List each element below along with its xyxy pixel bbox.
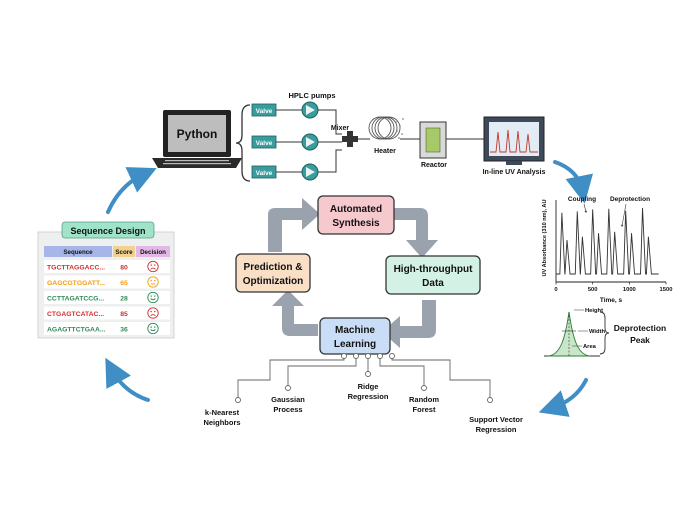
- valve-label: Valve: [256, 108, 273, 115]
- high-throughput-line1: High-throughput: [394, 264, 474, 275]
- python-label: Python: [177, 127, 218, 141]
- valve-row-3: Valve: [251, 149, 342, 181]
- model-knn-line1: k-Nearest: [205, 408, 240, 417]
- reactor-label: Reactor: [421, 162, 447, 169]
- happy-face-icon: [147, 291, 159, 304]
- automated-synthesis-box: Automated Synthesis: [317, 195, 395, 235]
- mixer-label: Mixer: [331, 125, 350, 132]
- peak-area-label: Area: [583, 344, 597, 350]
- sequence-cell: TGCTTAGGACC...: [47, 265, 105, 272]
- score-cell: 28: [120, 296, 128, 303]
- model-ridge-line2: Regression: [348, 392, 389, 401]
- machine-learning-box: Machine Learning: [319, 317, 391, 355]
- laptop-icon: [152, 110, 242, 168]
- deprotection-peak-line1: Deprotection: [614, 323, 666, 333]
- sequence-design-title: Sequence Design: [70, 226, 145, 236]
- sad-face-icon: [147, 260, 159, 273]
- automated-synthesis-line1: Automated: [330, 204, 382, 215]
- reactor-icon: [419, 121, 447, 159]
- valve-row-1: Valve: [251, 101, 342, 135]
- sequence-cell: GAGCGTGGATT...: [47, 280, 105, 287]
- model-tree-nodes: [235, 353, 493, 403]
- heater-label: Heater: [374, 148, 396, 155]
- sequence-cell: AGAGTTCTGAA...: [47, 327, 106, 334]
- sequence-cell: CTGAGTCATAC...: [47, 311, 104, 318]
- neutral-face-icon: [147, 276, 159, 288]
- model-ridge-line1: Ridge: [358, 382, 379, 391]
- flow-arrows: [105, 160, 593, 417]
- model-knn-line2: Neighbors: [203, 418, 240, 427]
- x-tick-label: 500: [588, 287, 598, 293]
- annotation-coupling: Coupling: [568, 196, 596, 203]
- table-row: [44, 291, 170, 304]
- chart-ylabel: UV Absorbance (310 nm), AU: [542, 200, 548, 277]
- score-cell: 85: [120, 311, 128, 318]
- model-gp-line2: Process: [273, 405, 302, 414]
- table-row: [44, 260, 170, 273]
- model-gp-line1: Gaussian: [271, 395, 305, 404]
- x-tick-label: 1500: [660, 287, 673, 293]
- cycle-arrows: [268, 198, 438, 348]
- valve-label: Valve: [256, 170, 273, 177]
- peak-height-label: Height: [585, 308, 603, 314]
- annotation-deprotection: Deprotection: [610, 196, 650, 203]
- score-cell: 80: [120, 265, 128, 272]
- valve-row-2: Valve: [251, 133, 342, 151]
- valve-label: Valve: [256, 140, 273, 147]
- col-header-score: Score: [115, 249, 133, 256]
- uv-trace-line: [556, 208, 659, 275]
- score-cell: 65: [120, 280, 128, 287]
- model-rf-line1: Random: [409, 395, 439, 404]
- x-tick-label: 1000: [623, 287, 636, 293]
- peak-width-label: Width: [589, 329, 606, 335]
- model-svr-line2: Regression: [476, 425, 517, 434]
- model-tree: [237, 354, 491, 398]
- peak-detail: Height Width Area Deprotection Peak: [544, 308, 666, 357]
- mixer-icon: [342, 131, 358, 147]
- uv-monitor-icon: [483, 116, 545, 165]
- machine-learning-line2: Learning: [334, 339, 376, 350]
- high-throughput-data-box: High-throughput Data: [385, 255, 481, 295]
- brace: [235, 104, 251, 182]
- happy-face-icon: [147, 322, 159, 335]
- score-cell: 36: [120, 327, 128, 334]
- sequence-design-panel: Sequence Design Sequence Score Decision …: [37, 221, 175, 339]
- automated-synthesis-line2: Synthesis: [332, 218, 380, 229]
- machine-learning-line1: Machine: [335, 325, 375, 336]
- prediction-line1: Prediction &: [244, 262, 303, 273]
- table-row: [44, 322, 170, 335]
- uv-analysis-label: In-line UV Analysis: [483, 169, 546, 176]
- deprotection-peak-line2: Peak: [630, 335, 650, 345]
- model-svr-line1: Support Vector: [469, 415, 523, 424]
- table-row: [44, 306, 170, 320]
- model-rf-line2: Forest: [413, 405, 436, 414]
- heater-coil-icon: [368, 116, 404, 140]
- chart-xlabel: Time, s: [600, 297, 623, 304]
- table-row: [44, 275, 170, 289]
- chart-x-ticks: 0 500 1000 1500: [554, 282, 672, 293]
- col-header-decision: Decision: [140, 249, 166, 256]
- prediction-line2: Optimization: [243, 276, 304, 287]
- sad-face-icon: [147, 307, 159, 319]
- prediction-optimization-box: Prediction & Optimization: [235, 253, 311, 293]
- hplc-pumps-label: HPLC pumps: [288, 91, 335, 100]
- sequence-cell: CCTTAGATCCG...: [47, 296, 104, 303]
- x-tick-label: 0: [554, 287, 557, 293]
- high-throughput-line2: Data: [422, 278, 444, 289]
- col-header-sequence: Sequence: [63, 249, 93, 256]
